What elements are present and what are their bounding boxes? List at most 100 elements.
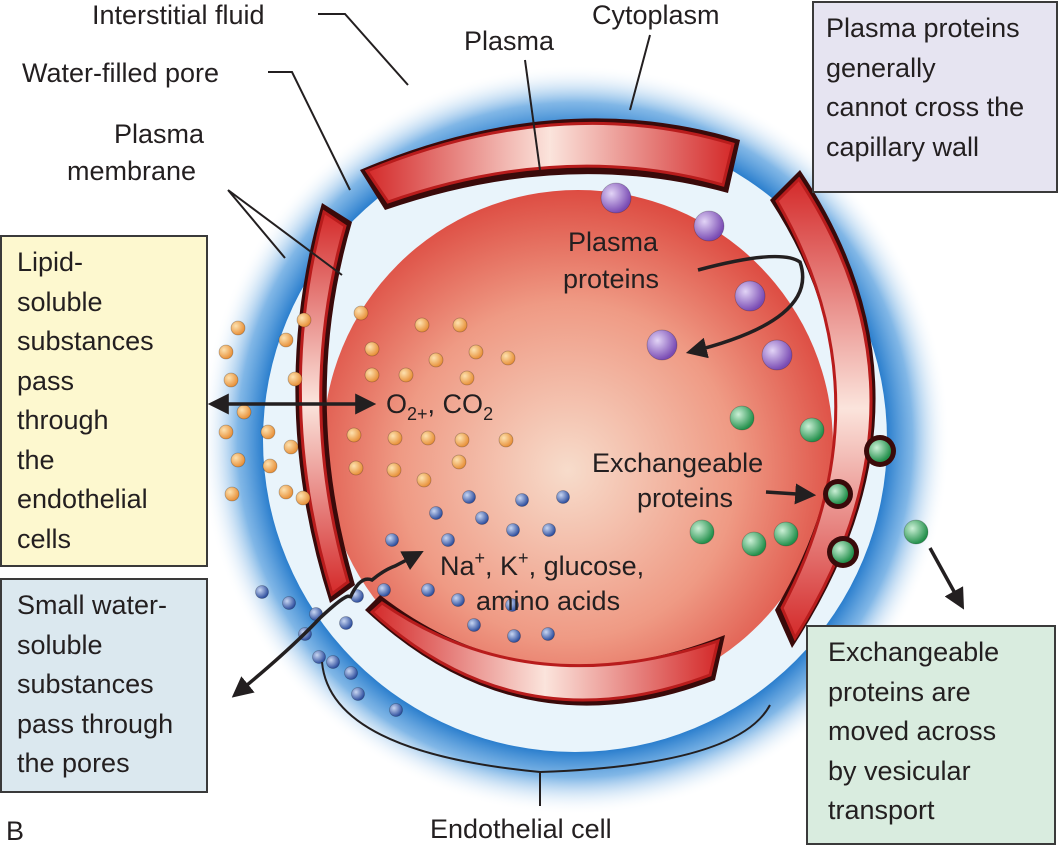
callout-line: Small water- — [17, 590, 168, 620]
exchangeable-proteins-label-line2: proteins — [637, 483, 733, 513]
plasma-leader — [524, 59, 541, 171]
lipid-soluble-particle — [353, 305, 369, 321]
water-soluble-particle — [441, 533, 455, 547]
callout-line: cannot cross the — [826, 92, 1025, 122]
water-soluble-particle — [429, 506, 443, 520]
lipid-soluble-particle — [348, 460, 364, 476]
plasma-proteins-callout: Plasma proteins generally cannot cross t… — [812, 1, 1058, 193]
exchangeable-protein — [773, 521, 799, 547]
water-soluble-particle — [505, 598, 519, 612]
callout-line: substances — [17, 326, 154, 356]
exchangeable-protein — [741, 531, 767, 557]
vesicle-2 — [823, 479, 853, 509]
lipid-soluble-callout: Lipid- soluble substances pass through t… — [0, 235, 208, 567]
lipid-soluble-particle — [278, 484, 294, 500]
lipid-soluble-particle — [287, 371, 303, 387]
lipid-soluble-particle — [398, 367, 414, 383]
water-soluble-particle — [326, 655, 340, 669]
plasma-membrane-label-line2: membrane — [67, 156, 196, 186]
endothelial-cell-bottom — [365, 595, 725, 706]
endothelial-cell-right — [770, 170, 876, 648]
vesicular-exit-arrow — [928, 547, 965, 610]
callout-line: Exchangeable — [828, 637, 1000, 667]
callout-line: through — [17, 405, 109, 435]
vesicular-transport-callout: Exchangeable proteins are moved across b… — [806, 625, 1056, 845]
callout-line: moved across — [828, 716, 997, 746]
pore-transport-arrow — [231, 551, 424, 698]
callout-line: Plasma proteins — [826, 13, 1020, 43]
lipid-soluble-particle — [454, 432, 470, 448]
callout-line: capillary wall — [826, 131, 980, 162]
water-soluble-particle — [507, 629, 521, 643]
vesicle-3 — [827, 536, 859, 568]
lipid-soluble-particle — [223, 372, 239, 388]
plasma-protein-particles — [600, 182, 793, 371]
lipid-soluble-particle — [262, 458, 278, 474]
water-soluble-particle — [344, 666, 358, 680]
callout-line: pass through — [17, 708, 174, 739]
water-soluble-particle — [451, 593, 465, 607]
water-soluble-callout: Small water- soluble substances pass thr… — [0, 578, 208, 793]
lipid-soluble-particle — [224, 486, 240, 502]
interstitial-leader — [318, 13, 409, 86]
water-soluble-particle — [385, 533, 399, 547]
callout-line: the pores — [17, 748, 130, 778]
water-soluble-particle — [541, 627, 555, 641]
callout-line: proteins are — [828, 676, 971, 707]
callout-line: by vesicular — [828, 755, 971, 786]
lipid-soluble-particle — [278, 332, 294, 348]
lipid-soluble-particle — [414, 317, 430, 333]
water-soluble-particle — [282, 596, 296, 610]
lipid-soluble-particle — [498, 432, 514, 448]
lipid-soluble-particle — [500, 350, 516, 366]
callout-line: cells — [17, 523, 72, 554]
exchangeable-protein — [903, 519, 929, 545]
water-soluble-particle — [377, 583, 391, 597]
callout-line: soluble — [17, 286, 103, 317]
water-soluble-particle — [421, 583, 435, 597]
lipid-soluble-particle — [364, 367, 380, 383]
lipid-soluble-particle — [260, 424, 276, 440]
interstitial-fluid-label: Interstitial fluid — [92, 0, 265, 30]
lipid-soluble-particle — [451, 454, 467, 470]
callout-line: pass — [17, 365, 75, 396]
callout-line: substances — [17, 669, 154, 699]
lipid-soluble-particle — [236, 404, 252, 420]
lipid-soluble-particle — [428, 352, 444, 368]
water-soluble-particle — [542, 523, 556, 537]
exchangeable-proteins-label-line1: Exchangeable — [592, 448, 763, 478]
membrane-leader — [227, 189, 343, 276]
capillary-lumen — [323, 190, 833, 700]
lipid-soluble-particle — [452, 317, 468, 333]
plasma-proteins-label-line1: Plasma — [568, 227, 659, 257]
ions-label: Na+, K+, glucose, — [440, 548, 644, 581]
lipid-soluble-particle — [364, 341, 380, 357]
callout-line: transport — [828, 795, 935, 825]
lipid-soluble-particle — [296, 312, 312, 328]
callout-line: soluble — [17, 629, 103, 660]
endothelial-cell-top — [360, 118, 740, 210]
lipid-soluble-particle — [386, 462, 402, 478]
callout-line: endothelial — [17, 484, 148, 514]
vesicle-1 — [864, 435, 896, 467]
gas-label: O2+, CO2 — [386, 389, 493, 424]
callout-line: the — [17, 444, 55, 475]
plasma-membrane-label-line1: Plasma — [114, 119, 205, 149]
plasma-protein — [734, 280, 766, 312]
plasma-protein — [693, 210, 725, 242]
amino-acids-label: amino acids — [476, 586, 620, 616]
exchangeable-protein-arrow — [765, 483, 817, 505]
lipid-soluble-particle — [230, 320, 246, 336]
endothelial-cell-label: Endothelial cell — [430, 814, 612, 844]
lipid-soluble-particle — [468, 344, 484, 360]
exchangeable-protein — [689, 519, 715, 545]
lipid-soluble-particle — [218, 424, 234, 440]
pore-leader — [268, 71, 351, 191]
lipid-soluble-particle — [295, 490, 311, 506]
water-soluble-particle — [462, 490, 476, 504]
lipid-soluble-particle — [416, 472, 432, 488]
lipid-soluble-particle — [346, 427, 362, 443]
plasma-protein-bounce-arrow — [685, 254, 805, 359]
plasma-protein — [761, 339, 793, 371]
exchangeable-protein — [799, 417, 825, 443]
